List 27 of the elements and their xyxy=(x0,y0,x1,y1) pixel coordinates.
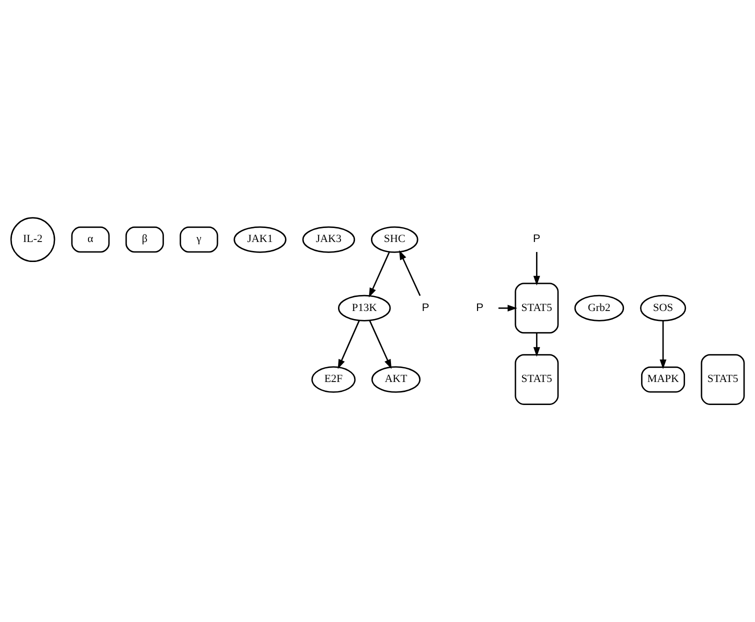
arrow xyxy=(533,252,540,286)
node-ellipse: JAK3 xyxy=(302,226,356,253)
node-ellipse: AKT xyxy=(371,366,421,393)
node-text: P xyxy=(533,233,540,246)
arrow xyxy=(660,321,666,370)
node-ellipse: E2F xyxy=(311,366,356,393)
arrow xyxy=(369,320,392,370)
arrow xyxy=(368,252,390,298)
node-circle: IL-2 xyxy=(10,217,56,262)
node-box: α xyxy=(71,226,110,253)
arrow xyxy=(533,332,540,357)
node-text: P xyxy=(476,302,484,314)
node-ellipse: P13K xyxy=(338,294,391,322)
node-box: γ xyxy=(180,226,218,253)
node-text: P xyxy=(422,302,430,314)
node-box: MAPK xyxy=(641,366,686,393)
node-box: STAT5 xyxy=(514,354,559,405)
arrow xyxy=(399,250,421,296)
node-box: STAT5 xyxy=(700,354,745,405)
arrow xyxy=(338,320,360,370)
arrow xyxy=(498,304,518,312)
node-ellipse: JAK1 xyxy=(234,226,286,253)
node-ellipse: Grb2 xyxy=(574,294,624,322)
node-ellipse: SHC xyxy=(370,226,418,253)
node-box: STAT5 xyxy=(514,282,559,334)
node-box: β xyxy=(125,226,164,253)
node-ellipse: SOS xyxy=(640,294,686,322)
